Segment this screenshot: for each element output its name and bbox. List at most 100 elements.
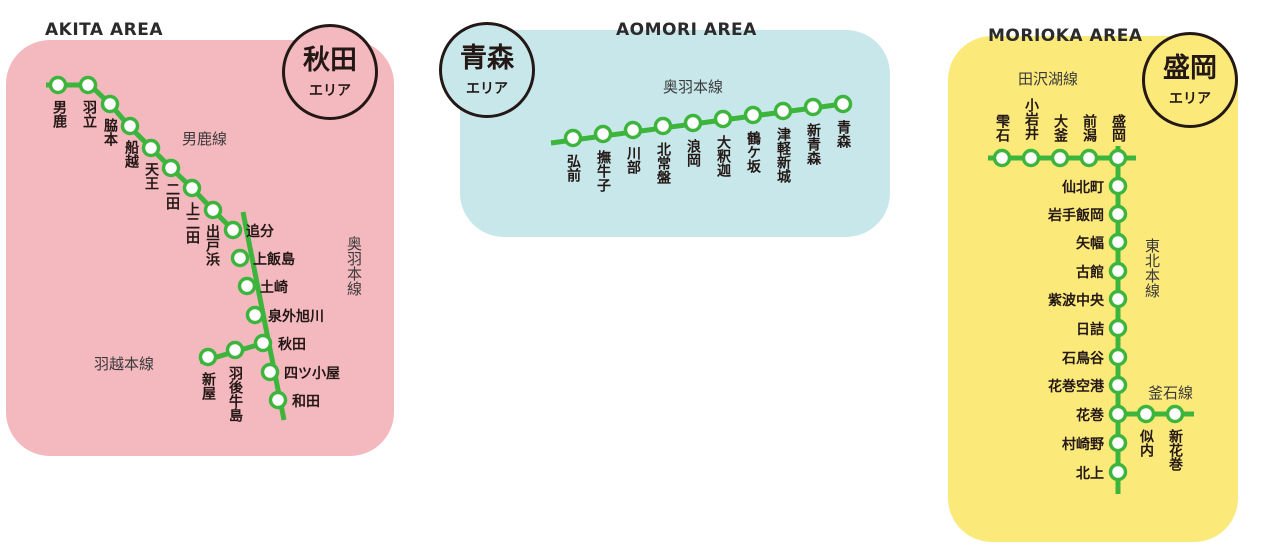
station-aomori-marker bbox=[833, 94, 853, 114]
station-tsuchizaki-label: 土崎 bbox=[260, 279, 288, 296]
station-hizume-label: 日詰 bbox=[1076, 321, 1104, 338]
station-senbokucho-label: 仙北町 bbox=[1062, 179, 1104, 196]
akita-area-badge: 秋田 エリア bbox=[282, 24, 378, 120]
station-hatsutate-label: 羽立 bbox=[81, 100, 97, 128]
station-daishakushi-marker bbox=[713, 109, 733, 129]
uetsu-line-label: 羽越本線 bbox=[94, 355, 154, 373]
station-oiwake-label: 追分 bbox=[246, 223, 274, 240]
station-tsugarushinjo-marker bbox=[773, 101, 793, 121]
station-shinhanamaki-label: 新花巻 bbox=[1167, 428, 1183, 472]
station-kamiiijima-label: 上飯島 bbox=[253, 251, 295, 268]
station-shiwachuo-marker bbox=[1108, 289, 1128, 309]
station-maegata-label: 前潟 bbox=[1081, 113, 1097, 143]
station-tsurugasaka-marker bbox=[743, 105, 763, 125]
station-shiwachuo-label: 紫波中央 bbox=[1048, 292, 1105, 309]
station-tenno-marker bbox=[141, 138, 161, 158]
ou-line-aomori-label: 奥羽本線 bbox=[663, 78, 723, 96]
station-hirosaki-marker bbox=[563, 128, 583, 148]
station-iwateiioka-marker bbox=[1108, 204, 1128, 224]
station-dehama-label: 出戸浜 bbox=[204, 223, 220, 267]
station-murasakino-marker bbox=[1108, 433, 1128, 453]
akita-badge-name: 秋田 bbox=[303, 45, 357, 76]
station-futada-label: 二田 bbox=[164, 182, 180, 211]
tohoku-line-label: 東北本線 bbox=[1143, 238, 1161, 298]
station-ishidoriya-marker bbox=[1108, 347, 1128, 367]
station-sotoasahikawa-label: 泉外旭川 bbox=[268, 308, 324, 325]
station-yahaba-marker bbox=[1108, 232, 1128, 252]
station-yotsukoya-marker bbox=[260, 362, 280, 382]
station-daishakushi-label: 大釈迦 bbox=[715, 134, 731, 178]
station-hizume-marker bbox=[1108, 318, 1128, 338]
station-wada-marker bbox=[268, 390, 288, 410]
station-maegata-marker bbox=[1079, 148, 1099, 168]
station-yotsukoya-label: 四ツ小屋 bbox=[284, 366, 340, 382]
station-morioka-label: 盛岡 bbox=[1110, 113, 1126, 143]
morioka-badge-sub: エリア bbox=[1169, 91, 1211, 107]
station-hanamaki-label: 花巻 bbox=[1076, 407, 1104, 424]
station-tenno-label: 天王 bbox=[143, 162, 159, 190]
ou-line-akita-label: 奥羽本線 bbox=[345, 236, 363, 296]
station-hanamaki-marker bbox=[1108, 404, 1128, 424]
station-kamiiijima-marker bbox=[230, 248, 250, 268]
station-kitakami-label: 北上 bbox=[1076, 466, 1104, 482]
station-shinaomori-marker bbox=[803, 97, 823, 117]
station-kitatokiwa-label: 北常盤 bbox=[655, 142, 671, 185]
station-akita-marker bbox=[253, 333, 273, 353]
station-ogama-marker bbox=[1050, 148, 1070, 168]
tazawako-line-label: 田沢湖線 bbox=[1018, 70, 1078, 88]
aomori-area-title: AOMORI AREA bbox=[616, 20, 757, 40]
station-furudate-marker bbox=[1108, 261, 1128, 281]
station-shizukuishi-label: 雫石 bbox=[994, 113, 1011, 143]
station-shinaomori-label: 新青森 bbox=[805, 122, 821, 166]
station-ugoushijima-marker bbox=[225, 340, 245, 360]
station-hanamakikuko-marker bbox=[1108, 375, 1128, 395]
station-yahaba-label: 矢幅 bbox=[1076, 235, 1104, 252]
kamaishi-line-label: 釜石線 bbox=[1148, 384, 1193, 402]
station-funakoshi-marker bbox=[120, 116, 140, 136]
station-ugoushijima-label: 羽後牛島 bbox=[227, 366, 243, 423]
station-oga-marker bbox=[48, 75, 68, 95]
station-aomori-label: 青森 bbox=[835, 119, 851, 149]
aomori-badge-name: 青森 bbox=[460, 43, 514, 74]
station-koiwai-label: 小岩井 bbox=[1023, 98, 1040, 141]
station-kawabe-label: 川部 bbox=[625, 146, 642, 175]
station-murasakino-label: 村崎野 bbox=[1062, 436, 1104, 453]
station-morioka-marker bbox=[1108, 148, 1128, 168]
station-araya-label: 新屋 bbox=[200, 371, 216, 401]
morioka-area-title: MORIOKA AREA bbox=[988, 26, 1143, 46]
station-tsurugasaka-label: 鶴ケ坂 bbox=[745, 130, 761, 174]
station-nadeushiko-label: 撫牛子 bbox=[595, 149, 611, 193]
station-wakimoto-label: 脇本 bbox=[102, 117, 118, 147]
station-nitanai-label: 似内 bbox=[1138, 429, 1155, 458]
station-wakimoto-marker bbox=[100, 94, 120, 114]
aomori-badge-sub: エリア bbox=[466, 81, 508, 97]
station-wada-label: 和田 bbox=[292, 394, 320, 410]
station-oga-label: 男鹿 bbox=[51, 100, 68, 129]
station-iwateiioka-label: 岩手飯岡 bbox=[1047, 207, 1104, 224]
station-kitatokiwa-marker bbox=[653, 116, 673, 136]
station-ishidoriya-label: 石鳥谷 bbox=[1061, 350, 1105, 367]
station-nitanai-marker bbox=[1136, 404, 1156, 424]
station-kitakami-marker bbox=[1108, 462, 1128, 482]
morioka-badge-name: 盛岡 bbox=[1163, 53, 1217, 84]
station-futada-marker bbox=[161, 158, 181, 178]
station-tsugarushinjo-label: 津軽新城 bbox=[775, 126, 791, 184]
station-furudate-label: 古館 bbox=[1076, 264, 1104, 281]
station-senbokucho-marker bbox=[1108, 176, 1128, 196]
akita-area-title: AKITA AREA bbox=[45, 20, 164, 40]
station-ogama-label: 大釜 bbox=[1052, 113, 1069, 143]
station-kamifutada-marker bbox=[182, 178, 202, 198]
station-nadeushiko-marker bbox=[593, 124, 613, 144]
station-sotoasahikawa-marker bbox=[245, 305, 265, 325]
station-hanamakikuko-label: 花巻空港 bbox=[1048, 378, 1105, 395]
station-namioka-label: 浪岡 bbox=[685, 138, 701, 168]
morioka-area-badge: 盛岡 エリア bbox=[1142, 32, 1238, 128]
station-oiwake-marker bbox=[223, 220, 243, 240]
station-koiwai-marker bbox=[1021, 148, 1041, 168]
station-shinhanamaki-marker bbox=[1165, 404, 1185, 424]
station-namioka-marker bbox=[683, 113, 703, 133]
station-araya-marker bbox=[198, 347, 218, 367]
station-hatsutate-marker bbox=[78, 75, 98, 95]
station-dehama-marker bbox=[203, 200, 223, 220]
